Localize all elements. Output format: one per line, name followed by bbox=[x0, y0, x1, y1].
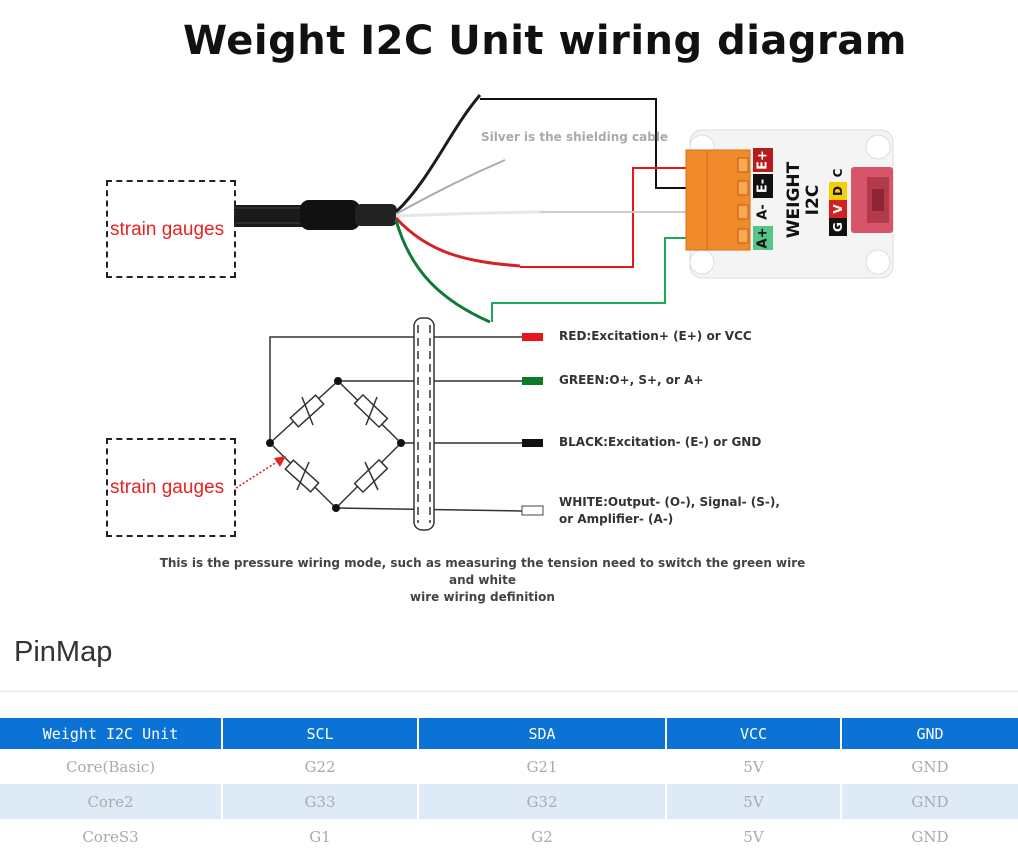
legend-green: GREEN:O+, S+, or A+ bbox=[559, 373, 704, 387]
swatch-white bbox=[521, 505, 544, 516]
grove-pin-label: V bbox=[831, 204, 845, 214]
cell-gnd: GND bbox=[911, 757, 949, 776]
cell-scl: G33 bbox=[222, 784, 419, 819]
wiring-diagram: E+ E- A- A+ WEIGHT I2C C D V G bbox=[234, 94, 894, 531]
terminal-pin-label: E+ bbox=[756, 150, 771, 170]
strain-gauge-box-bottom bbox=[106, 438, 236, 537]
table-row: Core2 G33 G32 5V GND bbox=[0, 784, 1018, 819]
pinmap-table: Weight I2C Unit SCL SDA VCC GND Core(Bas… bbox=[0, 718, 1018, 854]
cell-sda: G32 bbox=[418, 784, 667, 819]
cell-scl: G1 bbox=[222, 819, 419, 854]
legend-red: RED:Excitation+ (E+) or VCC bbox=[559, 329, 752, 343]
swatch-black bbox=[522, 439, 543, 447]
grove-pin-label: G bbox=[831, 222, 845, 232]
table-header-row: Weight I2C Unit SCL SDA VCC GND bbox=[0, 718, 1018, 749]
shield-note: Silver is the shielding cable bbox=[481, 130, 669, 144]
cell-gnd: GND bbox=[841, 784, 1018, 819]
grove-pin-label: C bbox=[831, 168, 845, 177]
grove-pin-label: D bbox=[831, 186, 845, 196]
strain-gauge-label-top: strain gauges bbox=[110, 219, 225, 240]
cell-unit: Core2 bbox=[0, 784, 223, 819]
terminal-pin-label: E- bbox=[756, 179, 771, 193]
diagram-caption: This is the pressure wiring mode, such a… bbox=[150, 555, 815, 606]
divider bbox=[0, 691, 1018, 692]
wire-swatches bbox=[521, 333, 544, 516]
col-header-unit: Weight I2C Unit bbox=[0, 718, 223, 749]
swatch-green bbox=[522, 377, 543, 385]
col-header-scl: SCL bbox=[222, 718, 419, 749]
cell-vcc: 5V bbox=[666, 784, 842, 819]
table-row: Core(Basic) G22 G21 5V GND bbox=[0, 749, 1018, 784]
caption-line1: This is the pressure wiring mode, such a… bbox=[159, 556, 806, 587]
page-title: Weight I2C Unit wiring diagram bbox=[183, 18, 907, 64]
col-header-sda: SDA bbox=[418, 718, 667, 749]
bridge-circuit bbox=[269, 317, 523, 531]
legend-white-line1: WHITE:Output- (O-), Signal- (S-), bbox=[559, 495, 780, 509]
legend-white: WHITE:Output- (O-), Signal- (S-), or Amp… bbox=[559, 494, 780, 528]
cell-gnd: GND bbox=[911, 827, 949, 846]
cell-vcc: 5V bbox=[666, 819, 842, 854]
cell-unit: Core(Basic) bbox=[0, 749, 223, 784]
strain-gauge-label-bottom: strain gauges bbox=[110, 477, 225, 498]
cell-unit: CoreS3 bbox=[0, 819, 223, 854]
legend-black: BLACK:Excitation- (E-) or GND bbox=[559, 435, 762, 449]
bridge-nodes bbox=[266, 377, 405, 512]
weight-i2c-module: E+ E- A- A+ WEIGHT I2C C D V G bbox=[685, 129, 894, 279]
terminal-pin-label: A+ bbox=[756, 228, 771, 249]
sensor-cable bbox=[234, 200, 397, 230]
terminal-pin-label: A- bbox=[756, 204, 771, 219]
col-header-gnd: GND bbox=[841, 718, 1018, 749]
pinmap-heading: PinMap bbox=[14, 636, 113, 668]
table-row: CoreS3 G1 G2 5V GND bbox=[0, 819, 1018, 854]
legend-white-line2: or Amplifier- (A-) bbox=[559, 512, 674, 526]
cell-sda: G21 bbox=[418, 749, 667, 784]
cell-vcc: 5V bbox=[666, 749, 842, 784]
caption-line2: wire wiring definition bbox=[410, 590, 555, 604]
col-header-vcc: VCC bbox=[666, 718, 842, 749]
cell-sda: G2 bbox=[418, 819, 667, 854]
cell-scl: G22 bbox=[222, 749, 419, 784]
module-name-line1: WEIGHT bbox=[784, 161, 804, 238]
fanned-wires bbox=[394, 94, 546, 324]
strain-gauge-arrow bbox=[235, 456, 286, 489]
module-name-line2: I2C bbox=[803, 185, 823, 216]
strain-gauge-box-top bbox=[106, 180, 236, 278]
swatch-red bbox=[522, 333, 543, 341]
